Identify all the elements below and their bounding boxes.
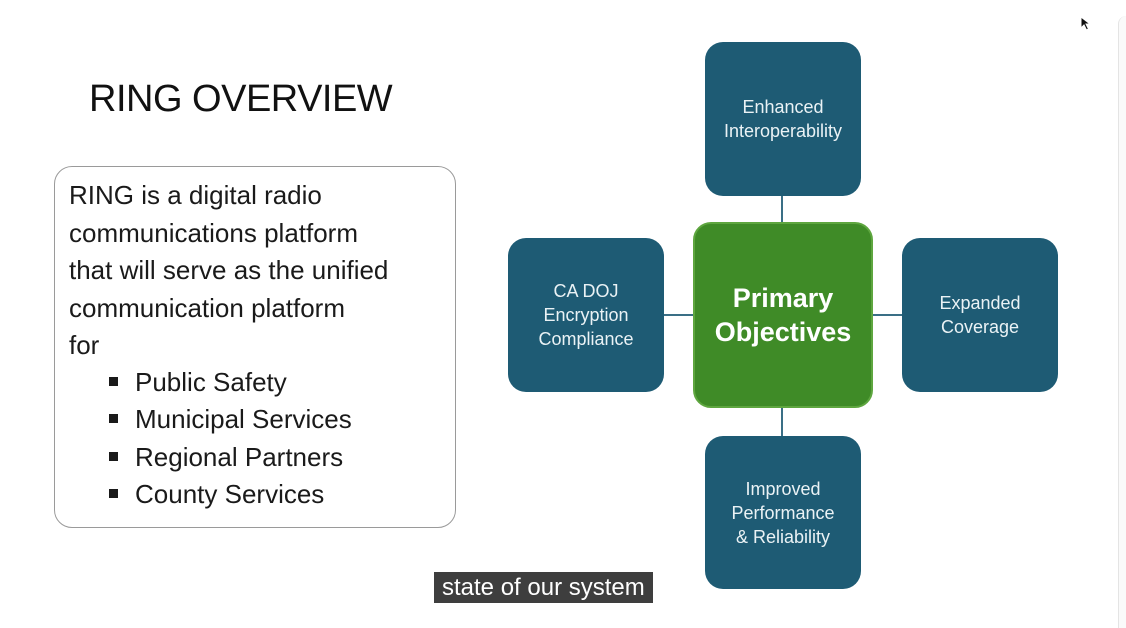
box-line: Compliance — [538, 329, 634, 349]
box-line: Enhanced — [742, 97, 824, 117]
intro-line: communications platform — [69, 217, 358, 248]
bullet-item: Municipal Services — [107, 401, 352, 438]
intro-line: communication platform — [69, 292, 345, 323]
side-panel-edge — [1118, 16, 1126, 628]
box-line: Coverage — [940, 317, 1020, 337]
box-line: Encryption — [543, 305, 629, 325]
objective-expanded-coverage: Expanded Coverage — [902, 238, 1058, 392]
box-line: Expanded — [939, 293, 1021, 313]
connector-top — [781, 196, 783, 222]
intro-line: for — [69, 330, 100, 360]
bullet-list: Public Safety Municipal Services Regiona… — [107, 364, 352, 513]
slide-title: RING OVERVIEW — [89, 78, 393, 120]
objective-enhanced-interoperability: Enhanced Interoperability — [705, 42, 861, 196]
center-line: Primary — [732, 283, 834, 313]
box-line: Improved — [745, 478, 821, 499]
bullet-item: Regional Partners — [107, 439, 352, 476]
box-line: Performance — [731, 502, 835, 523]
box-line: Interoperability — [723, 121, 843, 141]
box-line: & Reliability — [735, 526, 831, 547]
objective-improved-performance: Improved Performance & Reliability — [705, 436, 861, 589]
bullet-item: County Services — [107, 476, 352, 513]
mouse-pointer-icon — [1080, 16, 1092, 31]
connector-right — [873, 314, 902, 316]
bullet-item: Public Safety — [107, 364, 352, 401]
intro-line: RING is a digital radio — [69, 180, 322, 210]
intro-text: RING is a digital radio communications p… — [69, 177, 449, 365]
video-caption: state of our system — [434, 572, 653, 603]
intro-line: that will serve as the unified — [69, 255, 389, 285]
connector-left — [664, 314, 693, 316]
box-line: CA DOJ — [553, 281, 619, 301]
connector-bottom — [781, 408, 783, 436]
overview-text-box: RING is a digital radio communications p… — [54, 166, 456, 528]
primary-objectives-box: Primary Objectives — [693, 222, 873, 408]
objective-ca-doj-encryption: CA DOJ Encryption Compliance — [508, 238, 664, 392]
center-line: Objectives — [714, 317, 852, 347]
